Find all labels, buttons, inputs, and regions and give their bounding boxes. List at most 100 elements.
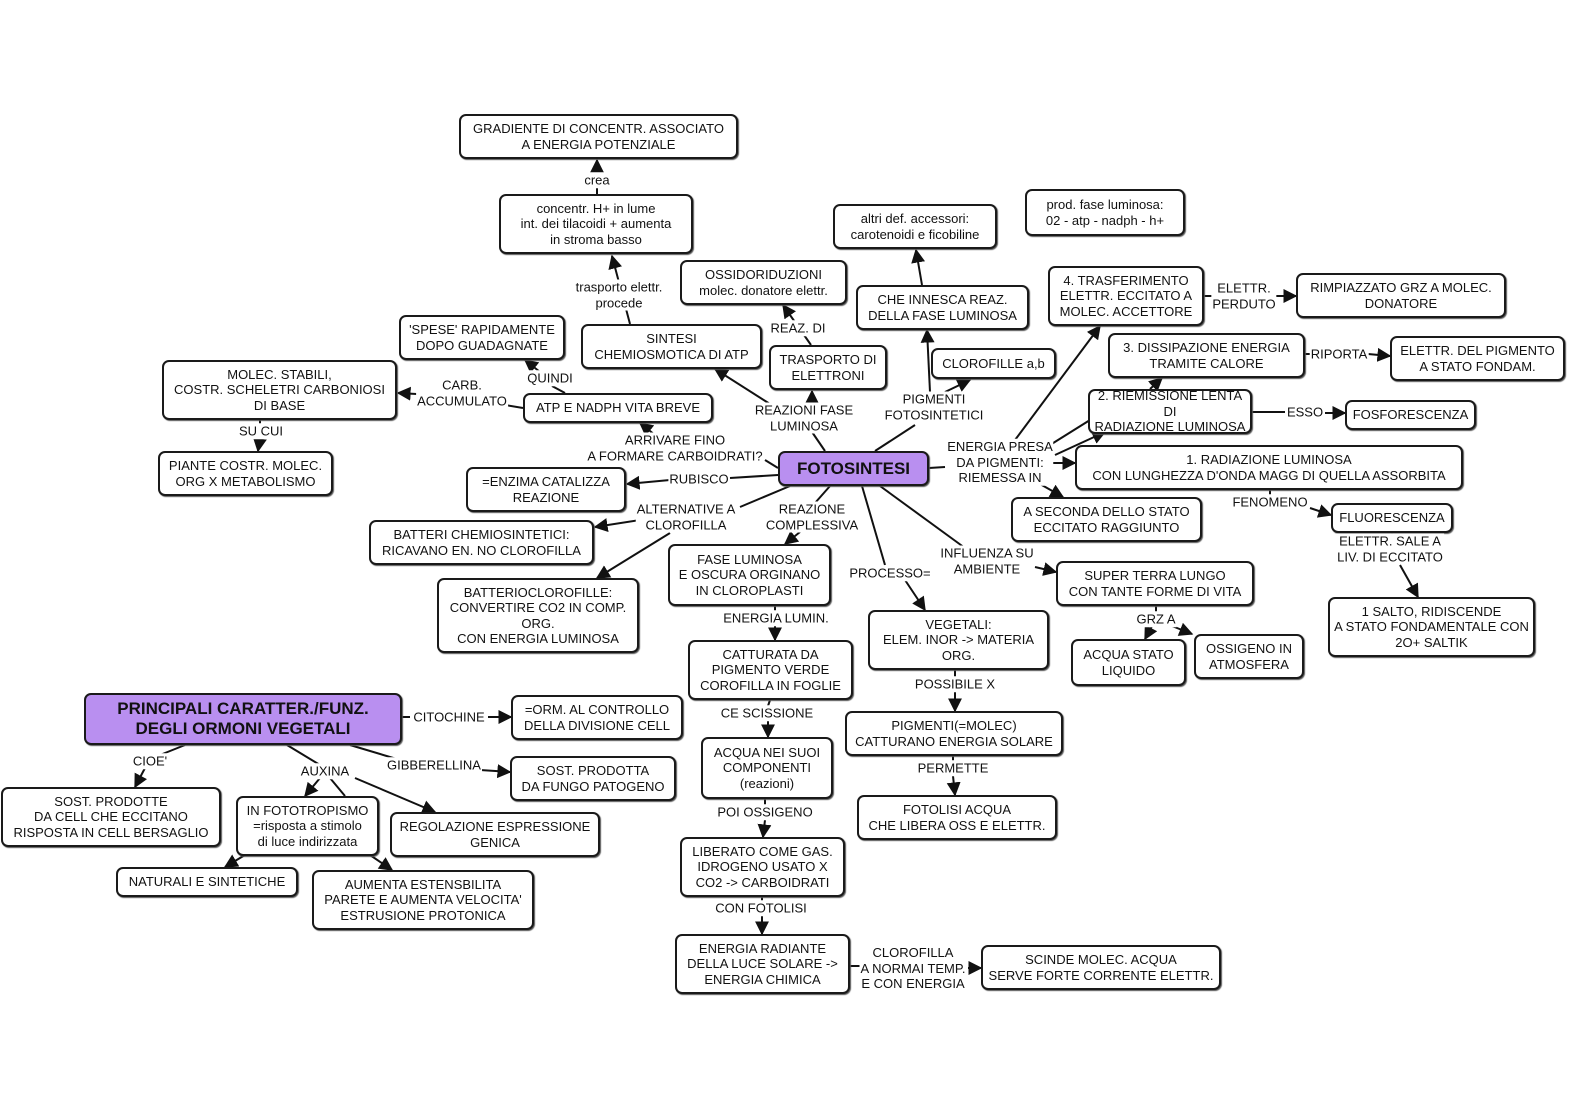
node-acqua-stato: ACQUA STATO LIQUIDO [1071,639,1186,686]
link-label: ENERGIA LUMIN. [722,610,830,626]
connector-line [286,744,321,766]
node-sost-fungo: SOST. PRODOTTA DA FUNGO PATOGENO [510,756,676,801]
node-concentr-h: concentr. H+ in lume int. dei tilacoidi … [499,194,693,254]
connector-line [861,485,886,566]
connector-arrow [354,777,437,814]
link-label: RUBISCO [668,471,730,487]
node-molec-stabili: MOLEC. STABILI, COSTR. SCHELETRI CARBONI… [162,360,397,420]
link-label: AUXINA [299,763,351,779]
link-label: CIOE' [131,753,169,769]
connector-arrow [369,854,394,871]
link-label: GRZ A [1135,611,1177,627]
node-dissipazione: 3. DISSIPAZIONE ENERGIA TRAMITE CALORE [1108,333,1305,378]
connector-arrow [1309,504,1333,518]
node-radiazione: 1. RADIAZIONE LUMINOSA CON LUNGHEZZA D'O… [1075,445,1463,490]
connector-arrow [946,775,961,797]
node-piante: PIANTE COSTR. MOLEC. ORG X METABOLISMO [158,451,333,496]
node-pigmenti-molec: PIGMENTI(=MOLEC) CATTURANO ENERGIA SOLAR… [845,711,1063,756]
node-fotolisi: FOTOLISI ACQUA CHE LIBERA OSS E ELETTR. [857,795,1057,840]
link-label: QUINDI [526,370,574,386]
link-label: REAZIONE COMPLESSIVA [764,501,860,533]
connector-line [814,485,831,504]
node-ossidoriduzioni: OSSIDORIDUZIONI molec. donatore elettr. [680,260,847,305]
connector-line [729,474,779,479]
node-vegetali: VEGETALI: ELEM. INOR -> MATERIA ORG. [868,610,1049,670]
node-acqua-suoi: ACQUA NEI SUOI COMPONENTI (reazioni) [701,737,833,799]
connector-arrow [1039,483,1065,498]
connector-arrow [713,368,771,405]
node-enzima: =ENZIMA CATALIZZA REAZIONE [466,467,626,512]
link-label: POI OSSIGENO [716,804,814,820]
connector-arrow [595,532,671,579]
connector-arrow [625,475,671,490]
node-atp-nadph: ATP E NADPH VITA BREVE [523,393,713,423]
link-label: ELETTR. PERDUTO [1211,280,1277,312]
node-trasporto-elettroni: TRASPORTO DI ELETTRONI [769,345,887,390]
node-clorofille: CLOROFILLE a,b [931,348,1056,379]
link-label: REAZIONI FASE LUMINOSA [753,402,855,434]
link-label: CE SCISSIONE [719,705,815,721]
link-label: FENOMENO [1231,494,1309,510]
connector-arrow [757,819,772,839]
connector-arrow [1171,622,1194,636]
node-rimpiazzato: RIMPIAZZATO GRZ A MOLEC. DONATORE [1296,273,1506,318]
connector-line [767,699,771,707]
connector-arrow [1367,347,1392,362]
link-label: ENERGIA PRESA DA PIGMENTI: RIEMESSA IN [946,438,1054,486]
link-label: ELETTR. SALE A LIV. DI ECCITATO [1336,533,1444,565]
link-label: CITOCHINE [412,709,486,725]
connector-line [879,485,966,549]
node-naturali: NATURALI E SINTETICHE [116,867,298,897]
connector-arrow [911,248,926,286]
connector-line [874,424,916,452]
node-fluorescenza: FLUORESCENZA [1331,503,1453,533]
node-altri-def: altri def. accessori: carotenoidi e fico… [833,204,997,249]
node-batterioclorofille: BATTERIOCLOROFILLE: CONVERTIRE CO2 IN CO… [437,578,639,653]
connector-arrow [1147,377,1164,392]
node-gradiente: GRADIENTE DI CONCENTR. ASSOCIATO A ENERG… [459,114,738,159]
node-elettr-pigmento: ELETTR. DEL PIGMENTO A STATO FONDAM. [1390,336,1565,381]
link-label: RIPORTA [1309,346,1369,362]
node-energia-radiante: ENERGIA RADIANTE DELLA LUCE SOLARE -> EN… [675,934,850,994]
connector-line [928,466,946,469]
connector-arrow [1399,564,1419,599]
node-prod-fase: prod. fase luminosa: 02 - atp - nadph - … [1025,189,1185,236]
node-sintesi: SINTESI CHEMIOSMOTICA DI ATP [581,324,762,369]
connector-arrow [134,767,148,789]
link-label: CON FOTOLISI [714,900,808,916]
link-label: CLOROFILLA A NORMAI TEMP. E CON ENERGIA [859,944,967,992]
link-label: REAZ. DI [769,320,827,336]
node-super-terra: SUPER TERRA LUNGO CON TANTE FORME DI VIT… [1056,561,1254,606]
node-spese: 'SPESE' RAPIDAMENTE DOPO GUADAGNATE [399,315,565,360]
connector-line [551,385,566,394]
connector-arrow [1054,430,1107,456]
connector-line [811,431,826,452]
connector-line [764,459,779,469]
node-riemissione: 2. RIEMISSIONE LENTA DI RADIAZIONE LUMIN… [1088,388,1252,434]
connector-arrow [1014,324,1101,441]
connector-arrow [593,518,641,532]
link-label: ARRIVARE FINO A FORMARE CARBOIDRATI? [586,432,764,464]
connector-arrow [783,530,801,545]
link-label: ALTERNATIVE A CLOROFILLA [635,501,737,533]
node-che-innesca: CHE INNESCA REAZ. DELLA FASE LUMINOSA [856,285,1029,330]
link-label: GIBBERELLINA [386,757,482,773]
connector-arrow [1144,624,1158,641]
node-sost-prodotte: SOST. PRODOTTE DA CELL CHE ECCITANO RISP… [1,787,221,847]
connector-arrow [252,437,267,453]
node-fotosintesi: FOTOSINTESI [778,451,929,486]
node-liberato: LIBERATO COME GAS. IDROGENO USATO X CO2 … [680,837,845,897]
link-label: trasporto elettr. procede [574,279,664,311]
connector-line [739,485,791,508]
link-label: ESSO [1285,404,1325,420]
link-label: CARB. ACCUMULATO [416,377,508,409]
node-ossigeno: OSSIGENO IN ATMOSFERA [1194,634,1304,679]
connector-line [329,777,346,797]
connector-line [504,404,524,409]
connector-arrow [479,764,512,779]
node-aumenta: AUMENTA ESTENSBILITA PARETE E AUMENTA VE… [312,870,534,930]
node-regolazione: REGOLAZIONE ESPRESSIONE GENICA [390,812,600,857]
link-label: PIGMENTI FOTOSINTETICI [883,391,985,423]
node-orm-controllo: =ORM. AL CONTROLLO DELLA DIVISIONE CELL [511,695,683,740]
connector-arrow [944,379,972,393]
